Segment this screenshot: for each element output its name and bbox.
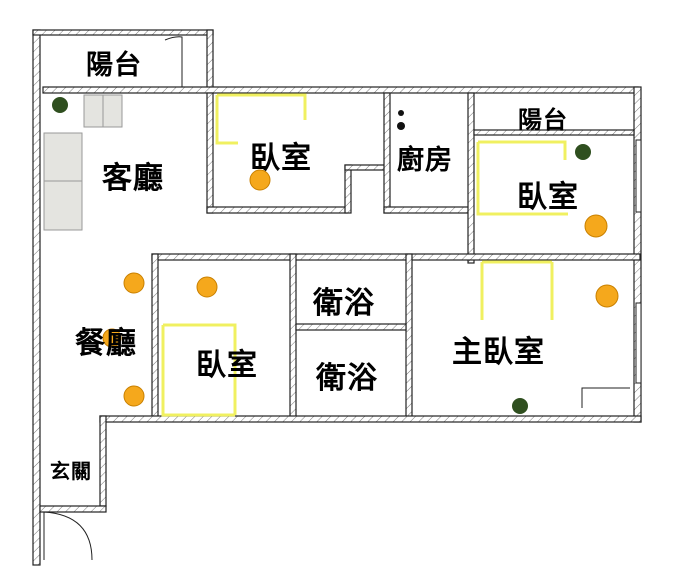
window-master	[635, 302, 642, 384]
room-label-bathroom-2: 衛浴	[316, 361, 378, 396]
lamp-icon	[102, 328, 122, 348]
wall-corridor-b	[344, 164, 386, 171]
room-label-balcony-right: 陽台	[518, 106, 568, 134]
lamp-icon	[595, 284, 619, 308]
wall-corridor-a	[344, 164, 352, 214]
wall-entrance-right	[99, 415, 107, 507]
room-label-bedroom-right: 臥室	[517, 180, 579, 215]
wardrobes	[161, 93, 568, 417]
room-label-bedroom-middle: 臥室	[196, 348, 258, 383]
room-label-master-bedroom: 主臥室	[452, 335, 545, 370]
room-label-kitchen: 廚房	[397, 145, 453, 176]
lamp-icon	[196, 276, 218, 298]
room-label-living-room: 客廳	[102, 161, 164, 196]
lamp-icon	[584, 214, 608, 238]
plant-icon	[52, 97, 68, 113]
wall-balcony-right	[206, 29, 214, 91]
stove-icon	[398, 110, 404, 116]
wardrobe-bedroom-top	[215, 93, 307, 145]
furniture	[43, 94, 405, 231]
wall-bath-left	[289, 253, 297, 421]
wall-kitchen-bottom	[383, 206, 470, 214]
lamp-icon	[123, 272, 145, 294]
wall-bedroom-top-bottom	[206, 206, 348, 214]
plant-icon	[512, 398, 528, 414]
lamp-icon	[249, 169, 271, 191]
wardrobe-bedroom-mid	[161, 323, 237, 417]
wall-balcony-right-bottom	[473, 129, 635, 136]
master-closet	[581, 387, 630, 408]
room-label-bathroom-1: 衛浴	[313, 286, 375, 321]
room-label-bedroom-top: 臥室	[250, 141, 312, 176]
wall-kitchen-right	[467, 92, 475, 264]
room-label-entrance: 玄關	[50, 459, 92, 483]
wall-balcony-top	[32, 29, 214, 36]
wall-bottom	[99, 415, 642, 423]
wall-entrance-bottom	[39, 505, 107, 513]
wardrobe-bedroom-right	[476, 140, 568, 216]
window-bedroom-right	[635, 139, 642, 213]
wall-bath-divider	[295, 323, 407, 331]
wall-kitchen-left	[383, 92, 391, 214]
room-label-dining-room: 餐廳	[75, 326, 137, 361]
balcony-door-arc	[164, 36, 183, 87]
lamp-icon	[123, 385, 145, 407]
walls	[32, 29, 642, 566]
room-label-balcony-top: 陽台	[86, 50, 142, 81]
wall-bath-right	[405, 253, 413, 421]
plant-icon	[575, 144, 591, 160]
lamps	[102, 169, 619, 407]
wall-main-top	[42, 86, 639, 94]
entrance-door	[43, 511, 93, 561]
wall-left	[32, 29, 41, 566]
plants	[52, 97, 591, 414]
wall-middle-top	[151, 253, 641, 261]
wall-bedroom-mid-left	[151, 253, 159, 421]
wall-bedroom-top-left	[206, 92, 214, 214]
wardrobe-master	[480, 260, 554, 320]
